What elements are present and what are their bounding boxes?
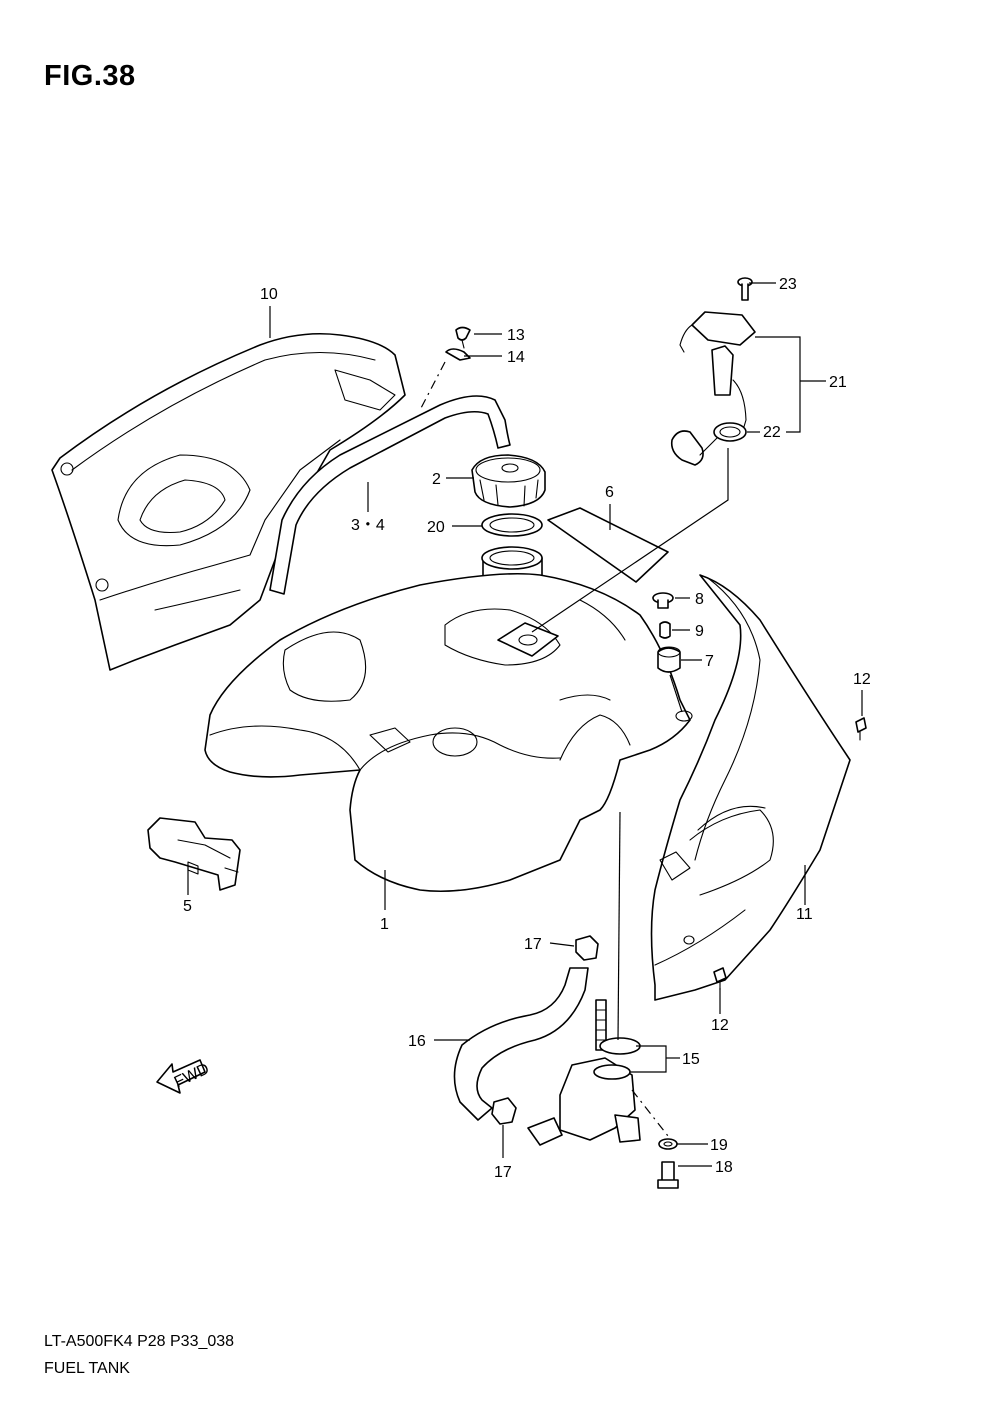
leader-lines bbox=[187, 282, 863, 1167]
label-part-13: 13 bbox=[507, 327, 525, 344]
label-part-17-lower: 17 bbox=[494, 1164, 512, 1181]
clip-13-part bbox=[455, 326, 471, 349]
label-part-5: 5 bbox=[183, 898, 192, 915]
clip-12-lower-part bbox=[713, 967, 727, 991]
fuel-tank-part bbox=[204, 572, 693, 892]
label-part-7: 7 bbox=[705, 653, 714, 670]
fuel-level-gauge-part bbox=[670, 311, 756, 466]
label-part-17-upper: 17 bbox=[524, 936, 542, 953]
cushion-7-part bbox=[657, 646, 681, 673]
filler-gasket-part bbox=[481, 513, 543, 537]
fuel-cap-part bbox=[471, 454, 546, 508]
label-part-21: 21 bbox=[829, 374, 847, 391]
bolt-8-part bbox=[652, 592, 674, 609]
label-part-18: 18 bbox=[715, 1159, 733, 1176]
fuel-hose-part bbox=[453, 967, 589, 1121]
label-part-16: 16 bbox=[408, 1033, 426, 1050]
part-number-labels: 10 13 14 3・4 2 20 6 8 9 7 23 21 22 12 1 … bbox=[183, 276, 871, 1181]
plug-14-part bbox=[445, 348, 471, 361]
figure-title: FIG.38 bbox=[44, 60, 136, 92]
breather-hose-part bbox=[269, 395, 511, 595]
label-part-20: 20 bbox=[427, 519, 445, 536]
clip-12-upper-part bbox=[855, 717, 867, 741]
spacer-9-part bbox=[659, 621, 671, 639]
label-part-22: 22 bbox=[763, 424, 781, 441]
label-part-2: 2 bbox=[432, 471, 441, 488]
forward-direction-arrow: FWD bbox=[156, 1059, 212, 1094]
left-side-cover-part bbox=[51, 332, 406, 671]
label-part-1: 1 bbox=[380, 916, 389, 933]
screw-23-part bbox=[737, 277, 753, 301]
label-part-23: 23 bbox=[779, 276, 797, 293]
label-part-8: 8 bbox=[695, 591, 704, 608]
diagram-code: LT-A500FK4 P28 P33_038 bbox=[44, 1333, 235, 1350]
label-part-9: 9 bbox=[695, 623, 704, 640]
label-part-11: 11 bbox=[796, 906, 813, 923]
right-side-cover-part bbox=[650, 574, 851, 1001]
label-part-19: 19 bbox=[710, 1137, 728, 1154]
gasket-22-part bbox=[713, 422, 747, 442]
label-part-14: 14 bbox=[507, 349, 525, 366]
label-part-3-4: 3・4 bbox=[351, 517, 385, 534]
diagram-name: FUEL TANK bbox=[44, 1360, 130, 1377]
washer-19-part bbox=[658, 1138, 678, 1150]
label-part-12-lower: 12 bbox=[711, 1017, 729, 1034]
bolt-18-part bbox=[657, 1161, 679, 1189]
clamp-17-upper-part bbox=[575, 935, 599, 961]
clamp-17-lower-part bbox=[491, 1097, 517, 1125]
caution-label-part bbox=[547, 507, 669, 583]
label-part-10: 10 bbox=[260, 286, 278, 303]
label-part-12-upper: 12 bbox=[853, 671, 871, 688]
bracket-5-part bbox=[147, 817, 241, 891]
gasket-15-part bbox=[593, 1037, 641, 1080]
label-part-6: 6 bbox=[605, 484, 614, 501]
label-part-15: 15 bbox=[682, 1051, 700, 1068]
